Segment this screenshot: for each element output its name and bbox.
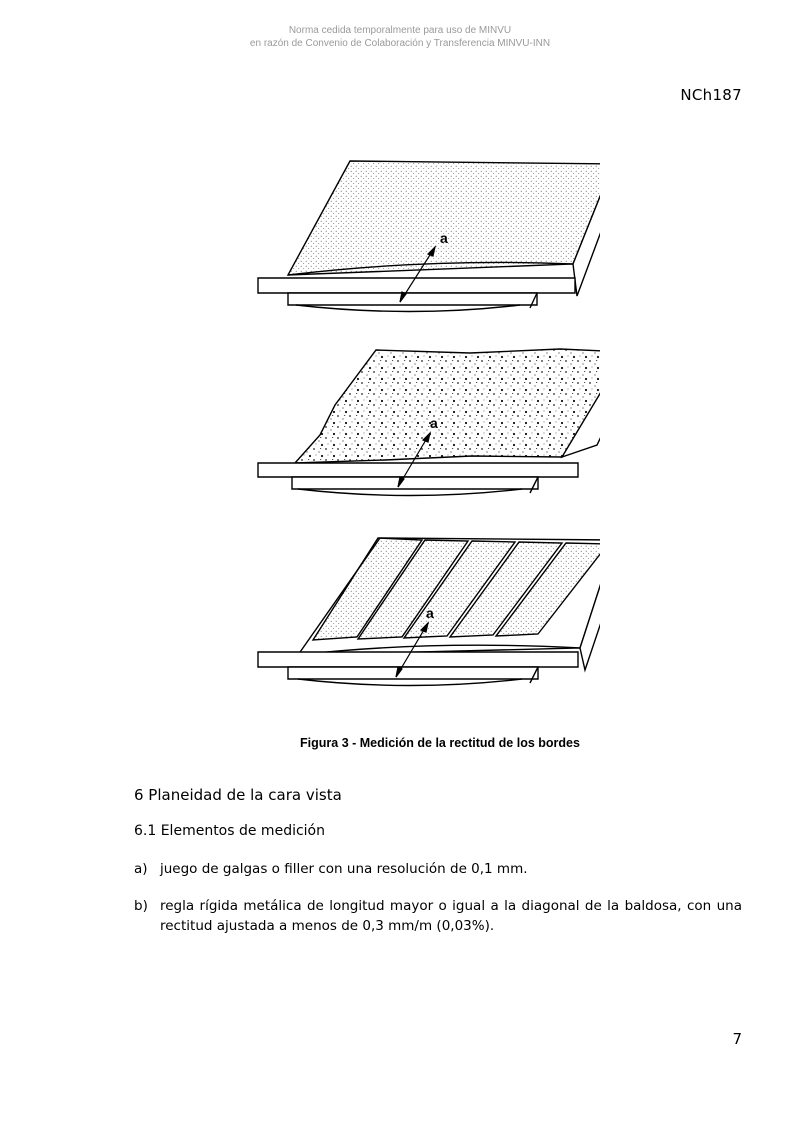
- gap-label-2: a: [430, 415, 438, 431]
- straightedge-3: [257, 651, 579, 687]
- gap-label-3: a: [426, 605, 434, 621]
- document-code: NCh187: [680, 86, 742, 104]
- page-number: 7: [732, 1030, 742, 1048]
- watermark-line-1: Norma cedida temporalmente para uso de M…: [288, 25, 512, 36]
- list-item: a) juego de galgas o filler con una reso…: [134, 859, 742, 879]
- straightness-measurement-illustration: a a: [257, 160, 629, 687]
- gap-label-1: a: [440, 230, 448, 246]
- list-marker: b): [134, 898, 148, 914]
- gap-arrow-2: [397, 431, 432, 488]
- watermark-line-2: en razón de Convenio de Colaboración y T…: [249, 38, 551, 49]
- figure-caption: Figura 3 - Medición de la rectitud de lo…: [300, 736, 580, 750]
- list-marker: a): [134, 861, 148, 877]
- tile-smooth: [286, 160, 616, 297]
- list-text: juego de galgas o filler con una resoluc…: [160, 861, 528, 877]
- straightedge-1: [257, 277, 576, 313]
- list-item: b) regla rígida metálica de longitud may…: [134, 896, 742, 936]
- watermark: Norma cedida temporalmente para uso de M…: [0, 24, 800, 50]
- section-heading: 6 Planeidad de la cara vista: [134, 786, 342, 804]
- gap-arrow-3: [395, 621, 430, 678]
- tile-textured: [293, 348, 629, 464]
- gap-arrow-1: [399, 245, 437, 303]
- straightedge-2: [257, 462, 579, 497]
- list-text: regla rígida metálica de longitud mayor …: [160, 898, 742, 934]
- subsection-heading: 6.1 Elementos de medición: [134, 823, 325, 839]
- figure-3: a a: [240, 150, 629, 710]
- tile-grooved: [296, 537, 618, 673]
